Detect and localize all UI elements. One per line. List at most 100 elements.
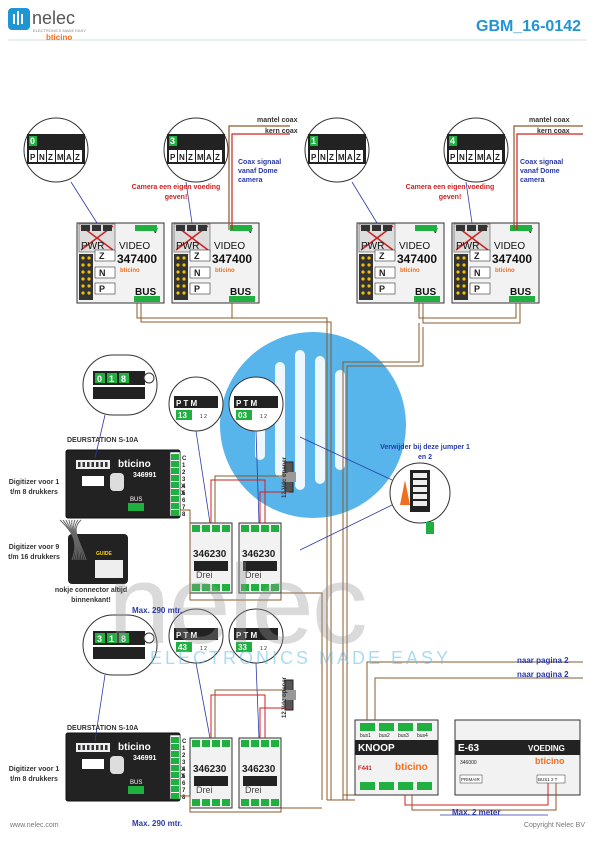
camera-code: 347400 — [397, 252, 437, 266]
relay-label: Drei — [245, 785, 262, 795]
relay-terminal — [212, 799, 220, 806]
coax-shield-wire — [513, 125, 583, 230]
relay-pt-label: P T M — [236, 399, 258, 408]
doorstation-brand: bticino — [118, 742, 151, 753]
relay-dip-panel — [234, 628, 278, 640]
connector-pin — [105, 462, 108, 467]
relay-digit-box — [236, 642, 252, 652]
terminal-label: 6 — [182, 781, 186, 787]
relay-terminal — [222, 799, 230, 806]
dip-switch — [494, 150, 502, 162]
relay-terminal — [192, 584, 200, 591]
camera-code: 347400 — [492, 252, 532, 266]
dip-slot-label: N — [194, 268, 201, 278]
next-page-label-1: naar pagina 2 — [517, 656, 569, 665]
relay-terminal — [261, 584, 269, 591]
terminal-slot — [171, 779, 179, 785]
relay-digit-box — [176, 642, 192, 652]
connector-pin — [82, 462, 85, 467]
ribbon-cable — [75, 519, 87, 561]
camera-brand: bticino — [400, 268, 420, 274]
bubble-pointer — [255, 430, 260, 524]
relay-terminal — [202, 799, 210, 806]
terminal-strip — [79, 254, 93, 300]
relay-digit-box — [236, 410, 252, 420]
dip-label: M — [57, 153, 64, 162]
relay-terminal — [271, 525, 279, 532]
dip-switch — [178, 150, 186, 162]
video-label: VIDEO — [399, 241, 430, 252]
doorstation-title-1: DEURSTATION S-10A — [67, 437, 139, 444]
screw-icon — [143, 632, 155, 644]
dip-switch — [467, 150, 475, 162]
door-opener-label-2: 12 Vdc opener — [282, 676, 288, 718]
relay-dip-panel — [174, 628, 218, 640]
doorstation-bus: BUS — [130, 497, 142, 503]
dip-switch — [214, 150, 222, 162]
connector-pin — [78, 745, 81, 750]
dip-switch — [29, 150, 37, 162]
psu-primary-label: PRIMAIR — [461, 777, 481, 782]
terminal-screw — [103, 225, 112, 231]
terminal-label: 1 — [182, 746, 186, 752]
jumper-pointer — [299, 504, 393, 551]
terminal-slot — [171, 489, 179, 495]
dip-switch — [205, 150, 213, 162]
relay-terminal — [261, 525, 269, 532]
relay-terminal — [202, 740, 210, 747]
terminal-dot — [456, 263, 460, 267]
terminal-dot — [367, 277, 371, 281]
dome-signal-label-1: Coax signaal vanaf Dome camera — [238, 159, 282, 184]
terminal-label: 2 — [182, 753, 186, 759]
connector-pin — [100, 462, 103, 467]
jumper-highlight — [400, 480, 410, 505]
terminal-dot — [81, 277, 85, 281]
doorstation-code: 346991 — [133, 472, 156, 479]
relay-terminal — [212, 740, 220, 747]
knoop-terminal — [398, 782, 413, 790]
terminal-dot — [462, 256, 466, 260]
door-opener-plate — [282, 472, 296, 482]
relay-digits: 03 — [238, 411, 247, 420]
dip-slot — [189, 282, 211, 295]
terminal-slot — [171, 793, 179, 799]
config-digit: 4 — [450, 136, 455, 146]
terminal-dot — [81, 291, 85, 295]
terminal-dot — [81, 284, 85, 288]
dip-label: A — [486, 153, 492, 162]
terminal-dot — [182, 270, 186, 274]
camera-brand: bticino — [215, 268, 235, 274]
dip-switch — [56, 150, 64, 162]
doorstation-title-2: DEURSTATION S-10A — [67, 725, 139, 732]
relay-dip — [194, 776, 228, 786]
psu-wire — [404, 783, 549, 806]
doorstation-knob — [110, 756, 124, 774]
own-power-label-2: Camera een eigen voeding geven! — [405, 184, 495, 201]
max-2-meter-label: Max. 2 meter — [452, 808, 501, 817]
terminal-dot — [456, 270, 460, 274]
jumper-pointer — [299, 436, 393, 481]
relay-terminal — [212, 584, 220, 591]
dip-label: M — [197, 153, 204, 162]
dip-slot — [189, 249, 211, 262]
terminal-screw — [467, 225, 476, 231]
dip-switch — [74, 150, 82, 162]
knoop-bus-label: bus2 — [379, 733, 390, 739]
camera-brand: bticino — [120, 268, 140, 274]
dip-label: A — [66, 153, 72, 162]
terminal-slot — [171, 758, 179, 764]
relay-code: 346230 — [242, 764, 276, 775]
doc-code: GBM_16-0142 — [476, 18, 581, 35]
dip-slot — [374, 249, 396, 262]
watermark-bar — [295, 350, 305, 490]
knoop-code: F441 — [358, 766, 372, 772]
dip-label: N — [179, 153, 185, 162]
nelec-logo-tagline: ELECTRONICS MADE EASY — [33, 28, 86, 33]
dip-switch — [485, 150, 493, 162]
relay-terminal — [271, 799, 279, 806]
dip-label: A — [347, 153, 353, 162]
terminal-dot — [182, 291, 186, 295]
jumper-note: Verwijder bij deze jumper 1 en 2 — [380, 444, 470, 461]
